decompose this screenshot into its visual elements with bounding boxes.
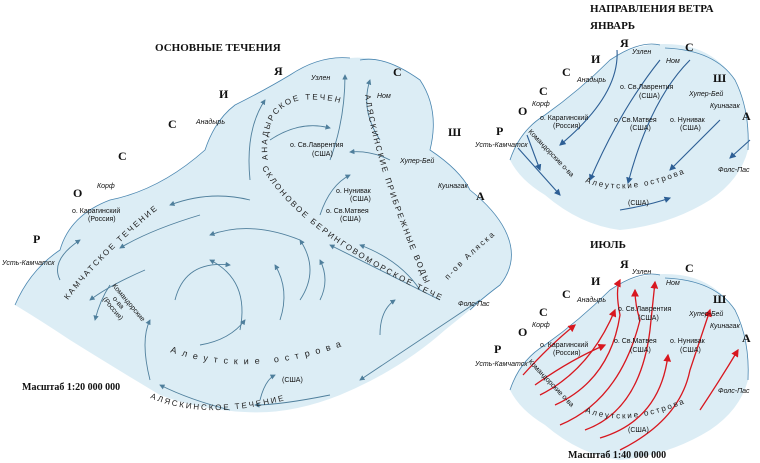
map-label: Ш	[713, 71, 726, 85]
july-wind-arrows	[522, 278, 739, 451]
map-label: о. Карагинский	[540, 341, 588, 349]
july-title: ИЮЛЬ	[590, 239, 626, 251]
map-label: Ш	[448, 125, 461, 139]
place-kuinagak: Куинагак	[438, 183, 468, 190]
map-label: Узлен	[631, 49, 651, 56]
map-label: Корф	[532, 322, 550, 329]
map-label: о. Св.Лаврентия	[620, 84, 673, 91]
map-label: И	[219, 87, 229, 101]
place-false-pass: Фолс-Пас	[458, 301, 490, 308]
map-label: Я	[620, 36, 629, 50]
map-label: (Россия)	[553, 350, 581, 357]
map-label: С	[393, 65, 402, 79]
map-label: Ш	[713, 292, 726, 306]
main-place-labels: Узлен Ном Анадырь Корф Усть-Камчатск Хуп…	[1, 75, 490, 308]
current-arrows	[57, 74, 481, 411]
map-label: Р	[496, 124, 503, 138]
map-label: (США)	[282, 377, 303, 384]
map-label: о. Карагинский	[72, 207, 120, 215]
map-label: С	[168, 117, 177, 131]
place-nome: Ном	[377, 93, 391, 100]
july-scale: Масштаб 1:40 000 000	[568, 450, 666, 461]
bering-sea	[15, 57, 512, 413]
map-label: Р	[494, 342, 501, 356]
map-label: о. Св.Лаврентия	[290, 142, 343, 149]
map-label: С	[685, 261, 694, 275]
map-label: Усть-Камчатск	[474, 361, 528, 368]
map-label: Куинагак	[710, 103, 740, 110]
map-label: Анадырь	[576, 296, 606, 304]
map-label: (США)	[639, 93, 660, 100]
map-label: Усть-Камчатск	[474, 142, 528, 149]
map-label: О	[518, 325, 527, 339]
map-label: о. Св.Лаврентия	[618, 306, 671, 313]
map-label: Узлен	[631, 269, 651, 276]
map-label: С	[539, 305, 548, 319]
map-label: (США)	[680, 125, 701, 132]
map-label: Хупер-Бей	[688, 90, 723, 98]
map-label: Фолс-Пас	[718, 388, 750, 395]
place-anadyr: Анадырь	[195, 118, 225, 126]
main-map-title: ОСНОВНЫЕ ТЕЧЕНИЯ	[155, 42, 281, 54]
map-label: Ном	[666, 280, 680, 287]
map-label: (США)	[628, 427, 649, 434]
place-korf: Корф	[97, 183, 115, 190]
map-label: О	[518, 104, 527, 118]
map-label: (США)	[628, 200, 649, 207]
main-scale: Масштаб 1:20 000 000	[22, 382, 120, 393]
map-label: (США)	[312, 151, 333, 158]
map-label: (США)	[638, 315, 659, 322]
map-label: Р	[33, 232, 40, 246]
july-wind-map: ИЮЛЬ Р О С С И Я С Ш А Узлен Но	[474, 239, 751, 461]
map-label: (США)	[680, 347, 701, 354]
map-label: С	[562, 287, 571, 301]
map-label: А	[476, 189, 485, 203]
january-title: ЯНВАРЬ	[590, 20, 635, 32]
place-ust-kamchatsk: Усть-Камчатск	[1, 260, 55, 267]
russia-letters: Р О С С И Я	[33, 64, 283, 246]
map-label: И	[591, 274, 601, 288]
map-label: С	[539, 84, 548, 98]
wind-heading: НАПРАВЛЕНИЯ ВЕТРА	[590, 3, 714, 15]
place-hooper-bay: Хупер-Бей	[399, 157, 434, 165]
map-label: С	[685, 40, 694, 54]
map-label: Хупер-Бей	[688, 310, 723, 318]
january-country-letters: Р О С С И Я С Ш А	[496, 36, 751, 138]
map-label: Анадырь	[576, 76, 606, 84]
january-wind-arrows	[517, 49, 751, 211]
map-label: Фолс-Пас	[718, 167, 750, 174]
map-label: Куинагак	[710, 323, 740, 330]
main-currents-map: ОСНОВНЫЕ ТЕЧЕНИЯ Р О С С И Я С Ш А Узлен…	[0, 0, 512, 413]
place-uelen: Узлен	[310, 75, 330, 82]
map-label: (США)	[630, 125, 651, 132]
map-label: Корф	[532, 101, 550, 108]
january-wind-map: ЯНВАРЬ Р О С С И Я С Ш А Узлен Ном	[474, 20, 751, 230]
map-label: (США)	[340, 216, 361, 223]
alaska-coastline	[359, 58, 512, 311]
map-label: о. Нунивак	[670, 117, 706, 124]
map-label: Я	[620, 257, 629, 271]
map-label: А	[742, 109, 751, 123]
map-label: о. Нунивак	[336, 188, 372, 195]
map-label: Ном	[666, 58, 680, 65]
map-label: И	[591, 52, 601, 66]
map-label: С	[562, 65, 571, 79]
map-label: (США)	[350, 196, 371, 203]
map-label: С	[118, 149, 127, 163]
map-label: (США)	[630, 347, 651, 354]
map-label: о. Св.Матвея	[614, 338, 657, 345]
map-label: (Россия)	[88, 216, 116, 223]
map-label: о. Св.Матвея	[614, 117, 657, 124]
map-label: Я	[274, 64, 283, 78]
russia-coastline	[14, 57, 351, 306]
map-label: о. Нунивак	[670, 338, 706, 345]
map-label: (Россия)	[553, 123, 581, 130]
july-country-letters: Р О С С И Я С Ш А	[494, 257, 751, 356]
map-label: А	[742, 331, 751, 345]
map-label: о. Карагинский	[540, 114, 588, 122]
map-label: О	[73, 186, 82, 200]
map-label: о. Св.Матвея	[326, 208, 369, 215]
usa-letters: С Ш А	[393, 65, 485, 203]
